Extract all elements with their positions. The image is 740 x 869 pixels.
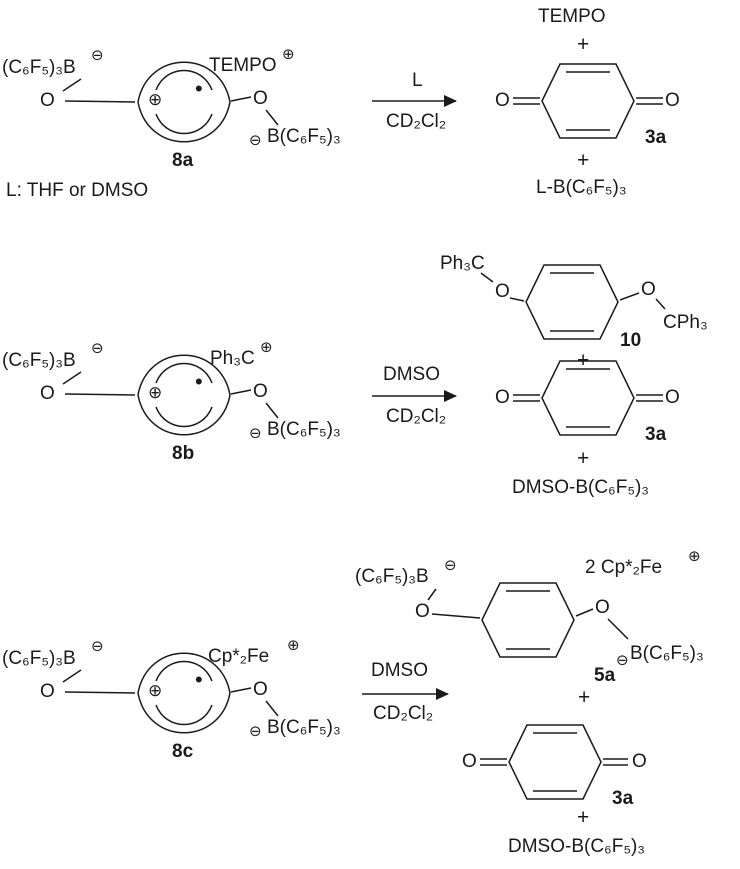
borane-right-8a: B(C₆F₅)₃	[267, 126, 341, 147]
borate-charge-icon: ⊖	[91, 638, 104, 655]
cation-charge-icon: ⊕	[287, 637, 300, 654]
oxygen-right-8b: O	[253, 381, 268, 402]
oxygen-left-8b: O	[40, 383, 55, 404]
arrow1-reagent: L	[412, 70, 423, 91]
quinone-o-right-r1: O	[665, 90, 680, 111]
borate-charge-icon: ⊖	[249, 723, 262, 740]
product-adduct-r1: L-B(C₆F₅)₃	[536, 177, 627, 198]
borate-charge-icon: ⊖	[91, 47, 104, 64]
compound-label-8b: 8b	[172, 443, 195, 464]
compound-label-3a: 3a	[645, 424, 667, 445]
counterion-5a: 2 Cp*₂Fe	[585, 557, 663, 578]
compound-label-10: 10	[620, 330, 642, 351]
trityl-left-10: Ph₃C	[440, 253, 485, 274]
cation-charge-icon: ⊕	[260, 339, 273, 356]
product-adduct-r3: DMSO-B(C₆F₅)₃	[508, 836, 646, 857]
bonds-quinone-r1	[513, 97, 663, 105]
bonds-quinone-r2	[513, 394, 663, 402]
plus-sign: +	[577, 149, 590, 172]
ring-cation-icon: ⊕	[148, 90, 163, 109]
plus-sign: +	[577, 349, 590, 372]
oxygen-left-8c: O	[40, 681, 55, 702]
borane-left-8b: (C₆F₅)₃B	[2, 350, 76, 371]
oxygen-left-8a: O	[40, 90, 55, 111]
borate-charge-icon: ⊖	[249, 132, 262, 149]
borane-left-8c: (C₆F₅)₃B	[2, 648, 76, 669]
compound-label-3a: 3a	[612, 788, 634, 809]
quinone-o-left-r1: O	[495, 90, 510, 111]
oxygen-right-5a: O	[595, 597, 610, 618]
borate-charge-icon: ⊖	[249, 425, 262, 442]
benzene-ring-5a	[481, 582, 575, 658]
borate-charge-icon: ⊖	[616, 652, 629, 669]
arrow2-solvent: CD₂Cl₂	[386, 406, 447, 427]
borate-charge-icon: ⊖	[91, 340, 104, 357]
ligand-note: L: THF or DMSO	[6, 180, 149, 201]
bonds-10	[480, 272, 666, 310]
benzene-ring-10	[525, 264, 619, 340]
ring-cation-icon: ⊕	[148, 681, 163, 700]
borane-right-5a: B(C₆F₅)₃	[630, 643, 704, 664]
product-adduct-r2: DMSO-B(C₆F₅)₃	[512, 477, 650, 498]
bonds-8b	[62, 371, 279, 419]
quinone-o-left-r2: O	[495, 387, 510, 408]
borane-left-5a: (C₆F₅)₃B	[355, 566, 429, 587]
radical-dot-icon: •	[195, 667, 203, 692]
quinone-ring-r1	[541, 63, 635, 139]
quinone-o-right-r3: O	[632, 751, 647, 772]
borate-charge-icon: ⊖	[444, 557, 457, 574]
compound-label-3a: 3a	[645, 127, 667, 148]
arrow3-reagent: DMSO	[371, 660, 428, 681]
plus-sign: +	[578, 686, 591, 709]
radical-dot-icon: •	[195, 76, 203, 101]
borane-left-8a: (C₆F₅)₃B	[2, 57, 76, 78]
quinone-o-left-r3: O	[462, 751, 477, 772]
compound-label-5a: 5a	[594, 665, 616, 686]
plus-sign: +	[577, 33, 590, 56]
borane-right-8c: B(C₆F₅)₃	[267, 717, 341, 738]
quinone-ring-r3	[508, 724, 602, 800]
quinone-o-right-r2: O	[665, 387, 680, 408]
arrow2-reagent: DMSO	[383, 364, 440, 385]
trityl-right-10: CPh₃	[663, 312, 708, 333]
oxygen-left-10: O	[495, 281, 510, 302]
counterion-8b: Ph₃C	[210, 348, 255, 369]
oxygen-left-5a: O	[415, 601, 430, 622]
bonds-8a	[62, 78, 279, 126]
oxygen-right-10: O	[641, 279, 656, 300]
cation-charge-icon: ⊕	[282, 46, 295, 63]
arrow3-solvent: CD₂Cl₂	[373, 703, 434, 724]
arrow1-solvent: CD₂Cl₂	[386, 111, 447, 132]
ring-cation-icon: ⊕	[148, 383, 163, 402]
radical-dot-icon: •	[195, 369, 203, 394]
compound-label-8c: 8c	[172, 741, 194, 762]
compound-label-8a: 8a	[172, 150, 194, 171]
oxygen-right-8a: O	[253, 88, 268, 109]
plus-sign: +	[577, 447, 590, 470]
oxygen-right-8c: O	[253, 679, 268, 700]
bonds-5a	[427, 588, 629, 640]
counterion-8c: Cp*₂Fe	[208, 646, 270, 667]
bonds-quinone-r3	[480, 758, 628, 766]
bond-lines	[62, 78, 666, 766]
cation-charge-icon: ⊕	[688, 548, 701, 565]
counterion-8a: TEMPO	[209, 55, 277, 76]
product-tempo: TEMPO	[538, 6, 606, 27]
borane-right-8b: B(C₆F₅)₃	[267, 419, 341, 440]
plus-sign: +	[577, 806, 590, 829]
bonds-8c	[62, 669, 279, 717]
